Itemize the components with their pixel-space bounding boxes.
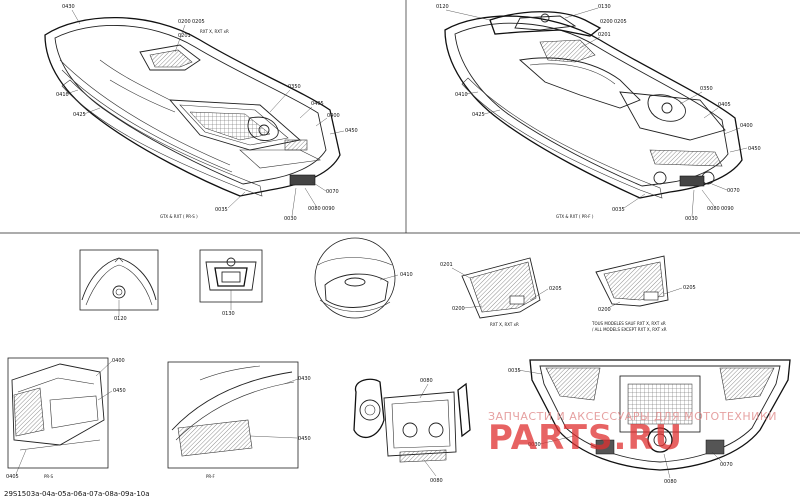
label-0080-r: 0080 [707,206,720,212]
label-0400-b1: 0400 [112,358,125,364]
label-0350: 0350 [288,84,301,90]
label-0410-r: 0410 [455,92,468,98]
label-0201-detail: 0201 [440,262,453,268]
detail-rear-handle: 0130 [199,249,263,317]
label-0070-b4: 0070 [720,462,733,468]
watermark-logo: PARTS.RU [488,418,684,458]
label-0430: 0430 [62,4,75,10]
label-0201: 0201 [178,33,191,39]
label-0070-r: 0070 [727,188,740,194]
label-0410: 0410 [56,92,69,98]
label-0430-b2: 0430 [298,376,311,382]
label-0450-b2: 0450 [298,436,311,442]
detail-rear-transom: 0035 0030 0070 0080 [508,359,791,485]
label-0090: 0090 [322,206,335,212]
label-0450-b1: 0450 [113,388,126,394]
label-0090-r: 0090 [721,206,734,212]
label-0205-detail: 0205 [549,286,562,292]
label-0120: 0120 [436,4,449,10]
detail-storage-rxt: 0201 0205 0200 RXT X, RXT xR [440,257,562,327]
watermark-tagline: ЗАПЧАСТИ И АКСЕССУАРЫ ДЛЯ МОТОТЕХНИКИ [488,410,777,423]
label-0400: 0400 [327,113,340,119]
label-0120-detail: 0120 [114,316,127,322]
label-0410-detail: 0410 [400,272,413,278]
label-0200-detail-b: 0200 [598,307,611,313]
label-0080-b4: 0080 [664,479,677,485]
label-0080-b3-top: 0080 [420,378,433,384]
label-0205-detail-b: 0205 [683,285,696,291]
label-0080: 0080 [308,206,321,212]
caption-pr-s: GTX & RXT ( PR-S ) [160,214,198,219]
label-0030-r: 0030 [685,216,698,222]
label-0030-b4: 0030 [528,442,541,448]
label-0405: 0405 [311,101,324,107]
label-0035-r: 0035 [612,207,625,213]
detail-side-pr-f: 0430 0450 PR-F [167,361,311,479]
label-0405-b1: 0405 [6,474,19,480]
caption-all-models-fr: TOUS MODELES SAUF RXT X, RXT xR [591,321,666,326]
caption-b1: PR-S [44,474,53,479]
detail-hatch-circle: 0410 [314,237,413,319]
caption-all-models-en: / ALL MODELS EXCEPT RXT X, RXT xR [592,327,667,332]
label-0080-b3-bottom: 0080 [430,478,443,484]
label-0200-detail: 0200 [452,306,465,312]
watercraft-pr-s-drawing [44,16,341,197]
label-0425-r: 0425 [472,112,485,118]
detail-engine-module: 0080 0080 [353,378,471,484]
label-0070: 0070 [326,189,339,195]
label-0405-r: 0405 [718,102,731,108]
label-0450-r: 0450 [748,146,761,152]
label-0425: 0425 [73,112,86,118]
label-0350-r: 0350 [700,86,713,92]
label-0205-r: 0205 [614,19,627,25]
label-0035-b4: 0035 [508,368,521,374]
detail-side-pr-s: 0400 0450 0405 PR-S [6,357,126,480]
callouts-top-left: 0430 0200 0205 0201 RXT X, RXT xR 0410 0… [56,4,358,222]
callouts-top-right: 0120 0130 0200 0205 0201 0410 0425 0350 … [436,4,761,222]
watercraft-pr-f-drawing [444,11,743,199]
detail-storage-other: 0205 0200 TOUS MODELES SAUF RXT X, RXT x… [591,255,696,332]
label-0400-r: 0400 [740,123,753,129]
caption-rxt: RXT X, RXT xR [490,322,519,327]
caption-b2: PR-F [206,474,215,479]
label-0201-r: 0201 [598,32,611,38]
label-0200-r: 0200 [600,19,613,25]
label-0450: 0450 [345,128,358,134]
note-rxt: RXT X, RXT xR [200,29,229,34]
label-0035: 0035 [215,207,228,213]
label-0130-detail: 0130 [222,311,235,317]
label-0205: 0205 [192,19,205,25]
label-0200: 0200 [178,19,191,25]
caption-pr-f: GTX & RXT ( PR-F ) [556,214,594,219]
diagram-reference-id: 29S1503a-04a-05a-06a-07a-08a-09a-10a [4,490,150,498]
label-0030: 0030 [284,216,297,222]
detail-front-console: 0120 [79,249,159,322]
label-0130: 0130 [598,4,611,10]
